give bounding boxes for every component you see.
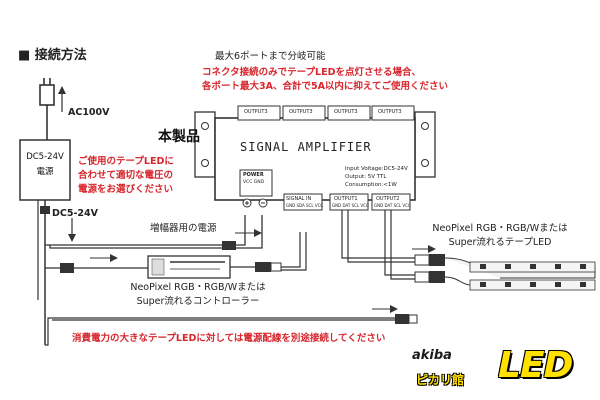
- power-supply-label: 電源: [36, 167, 54, 177]
- power-supply-box: [19, 139, 71, 201]
- warning-line-2: 各ポート最大3A、合計で5A以内に抑えてご使用ください: [202, 81, 448, 92]
- bottom-warning: 消費電力の大きなテープLEDに対しては電源配線を別途接続してください: [72, 333, 386, 344]
- output1-pins: GND DAT SCL VCC: [332, 203, 369, 208]
- amplifier-name: SIGNAL AMPLIFIER: [240, 140, 372, 154]
- ac-plug-icon: [39, 78, 55, 140]
- power-port-label: POWER: [243, 172, 264, 178]
- tape-led-label-line-2: Super流れるテープLED: [448, 237, 552, 248]
- product-label: 本製品: [158, 129, 200, 145]
- amplifier-spec-input: Input Voltage:DC5-24V: [345, 166, 408, 172]
- right-arrow-icon: [235, 229, 262, 237]
- signal-amplifier-box: [194, 105, 436, 211]
- power-port-pins: VCC GND: [243, 180, 265, 185]
- tape-led-label-line-1: NeoPixel RGB・RGB/Wまたは: [432, 223, 568, 234]
- signal-in-pins: GND SDA SCL VCC: [286, 203, 324, 208]
- controller-label-line-2: Super流れるコントローラー: [136, 296, 260, 307]
- top-port-label: OUTPUT3: [244, 109, 268, 115]
- supply-note-line-2: 合わせて適切な電圧の: [78, 170, 174, 181]
- right-arrow-icon: [412, 245, 436, 253]
- right-arrow-icon: [372, 305, 398, 313]
- brand-logo-jp: ピカリ館: [416, 373, 465, 387]
- dc-label: DC5-24V: [52, 208, 98, 219]
- controller-label-line-1: NeoPixel RGB・RGB/Wまたは: [130, 282, 266, 293]
- top-port-label: OUTPUT3: [378, 109, 402, 115]
- up-arrow-icon: [58, 86, 66, 112]
- output1-label: OUTPUT1: [334, 196, 358, 202]
- power-supply-voltage: DC5-24V: [26, 152, 64, 162]
- ac-label: AC100V: [68, 107, 110, 118]
- warning-line-1: コネクタ接続のみでテープLEDを点灯させる場合、: [202, 67, 421, 78]
- top-port-label: OUTPUT3: [334, 109, 358, 115]
- top-port-label: OUTPUT3: [289, 109, 313, 115]
- output2-pins: GND DAT SCL VCC: [374, 203, 411, 208]
- supply-note-line-3: 電源をお選びください: [78, 184, 174, 195]
- amplifier-spec-output: Output: 5V TTL: [345, 174, 387, 180]
- amplifier-spec-consumption: Consumption:<1W: [345, 182, 397, 188]
- amp-power-label: 増幅器用の電源: [150, 223, 217, 234]
- output2-label: OUTPUT2: [376, 196, 400, 202]
- page-title: ■ 接続方法: [18, 48, 87, 63]
- brand-logo-main: LED: [498, 345, 573, 386]
- signal-in-label: SIGNAL IN: [286, 196, 312, 202]
- down-arrow-icon: [68, 218, 76, 242]
- supply-note-line-1: ご使用のテープLEDに: [78, 156, 174, 167]
- max-ports-note: 最大6ポートまで分岐可能: [215, 51, 326, 62]
- right-arrow-icon: [90, 254, 118, 262]
- brand-logo-sub: akiba: [412, 348, 452, 363]
- tape-led-strip: [444, 257, 596, 291]
